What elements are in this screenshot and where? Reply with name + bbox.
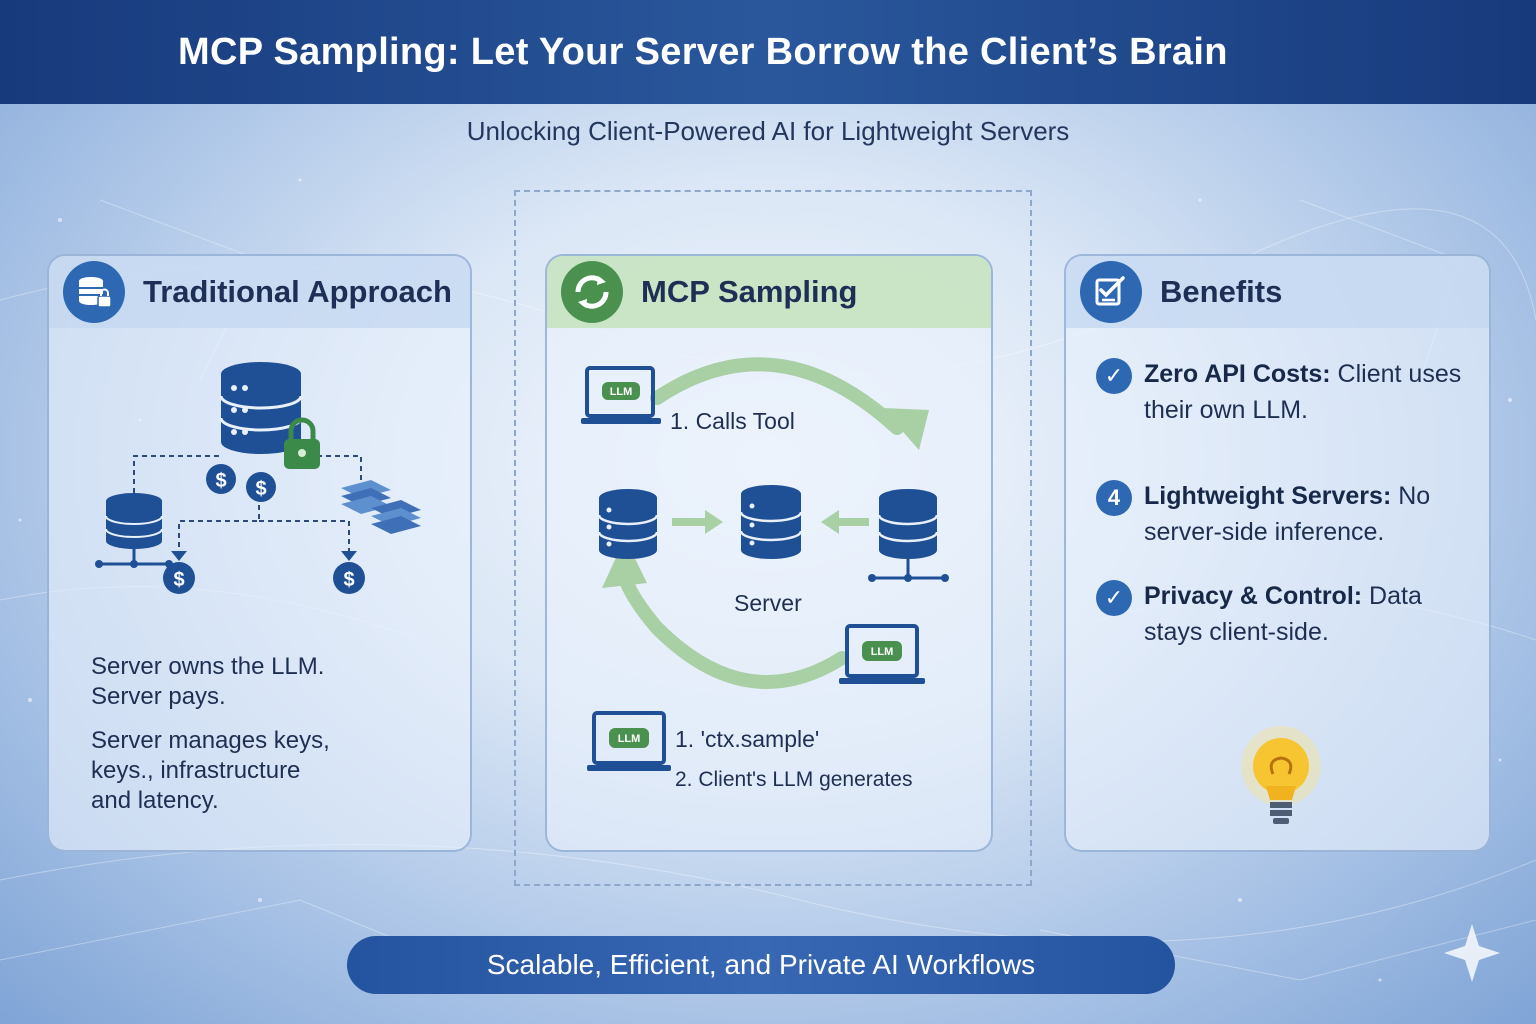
traditional-line-4: keys., infrastructure — [91, 757, 301, 784]
checklist-icon — [1080, 261, 1142, 323]
cash-stack-icon — [341, 480, 421, 534]
check-icon: ✓ — [1096, 358, 1132, 394]
svg-text:$: $ — [343, 569, 354, 591]
mcp-sampling-panel: MCP Sampling LLM — [545, 254, 993, 852]
svg-text:LLM: LLM — [610, 386, 633, 398]
traditional-panel-title: Traditional Approach — [143, 274, 452, 309]
traditional-line-5: and latency. — [91, 787, 219, 814]
refresh-cycle-icon — [561, 261, 623, 323]
lock-icon — [284, 417, 320, 469]
footer-banner: Scalable, Efficient, and Private AI Work… — [347, 936, 1175, 994]
database-icon — [597, 489, 659, 559]
svg-text:$: $ — [255, 478, 266, 500]
small-database-icon — [95, 493, 173, 568]
subtitle: Unlocking Client-Powered AI for Lightwei… — [466, 116, 1070, 146]
sampling-diagram: LLM — [581, 357, 949, 771]
lightbulb-icon — [1241, 726, 1321, 824]
sampling-panel-title: MCP Sampling — [641, 274, 858, 309]
step-ctx-sample: 1. 'ctx.sample' — [675, 726, 820, 752]
laptop-llm-icon: LLM — [587, 711, 671, 771]
sparkle-icon — [1444, 924, 1500, 982]
traditional-line-3: Server manages keys, — [91, 727, 330, 754]
sampling-panel-header: MCP Sampling — [547, 256, 991, 328]
step-client-generates: 2. Client's LLM generates — [675, 768, 913, 791]
benefits-panel-header: Benefits — [1066, 256, 1489, 328]
dollar-coin-icon: $ — [333, 551, 365, 594]
server-label: Server — [734, 590, 802, 616]
benefit-text: Privacy & Control: Data stays client-sid… — [1144, 582, 1422, 646]
page-title: MCP Sampling: Let Your Server Borrow the… — [178, 30, 1228, 73]
server-database-icon — [739, 485, 803, 559]
laptop-llm-icon: LLM — [581, 366, 661, 424]
svg-text:LLM: LLM — [618, 733, 641, 745]
check-icon: ✓ — [1096, 580, 1132, 616]
traditional-panel-header: Traditional Approach — [49, 256, 470, 328]
svg-text:$: $ — [215, 470, 226, 492]
benefit-text: Lightweight Servers: No server-side infe… — [1144, 482, 1431, 546]
dollar-coin-icon: $ — [206, 464, 236, 494]
benefits-panel-title: Benefits — [1160, 274, 1283, 309]
arc-arrow-top — [650, 357, 904, 435]
benefits-panel: Benefits ✓ Zero API Costs: Client uses t… — [1064, 254, 1491, 852]
database-lock-icon — [63, 261, 125, 323]
header-bar: MCP Sampling: Let Your Server Borrow the… — [0, 0, 1536, 104]
networked-database-icon — [868, 489, 949, 582]
dollar-coin-icon: $ — [246, 472, 276, 502]
svg-text:LLM: LLM — [871, 646, 894, 658]
laptop-llm-icon: LLM — [839, 624, 925, 684]
step-calls-tool: 1. Calls Tool — [670, 408, 795, 434]
dollar-coin-icon: $ — [163, 551, 195, 594]
traditional-line-2: Server pays. — [91, 683, 226, 710]
number-badge: 4 — [1096, 480, 1132, 516]
svg-text:$: $ — [173, 569, 184, 591]
benefit-text: Zero API Costs: Client uses their own LL… — [1144, 360, 1462, 424]
arc-arrow-bottom — [615, 561, 849, 689]
traditional-diagram: $ $ $ — [95, 362, 421, 594]
sampling-dashed-frame — [514, 190, 1032, 886]
traditional-approach-panel: Traditional Approach — [47, 254, 472, 852]
traditional-line-1: Server owns the LLM. — [91, 653, 325, 680]
